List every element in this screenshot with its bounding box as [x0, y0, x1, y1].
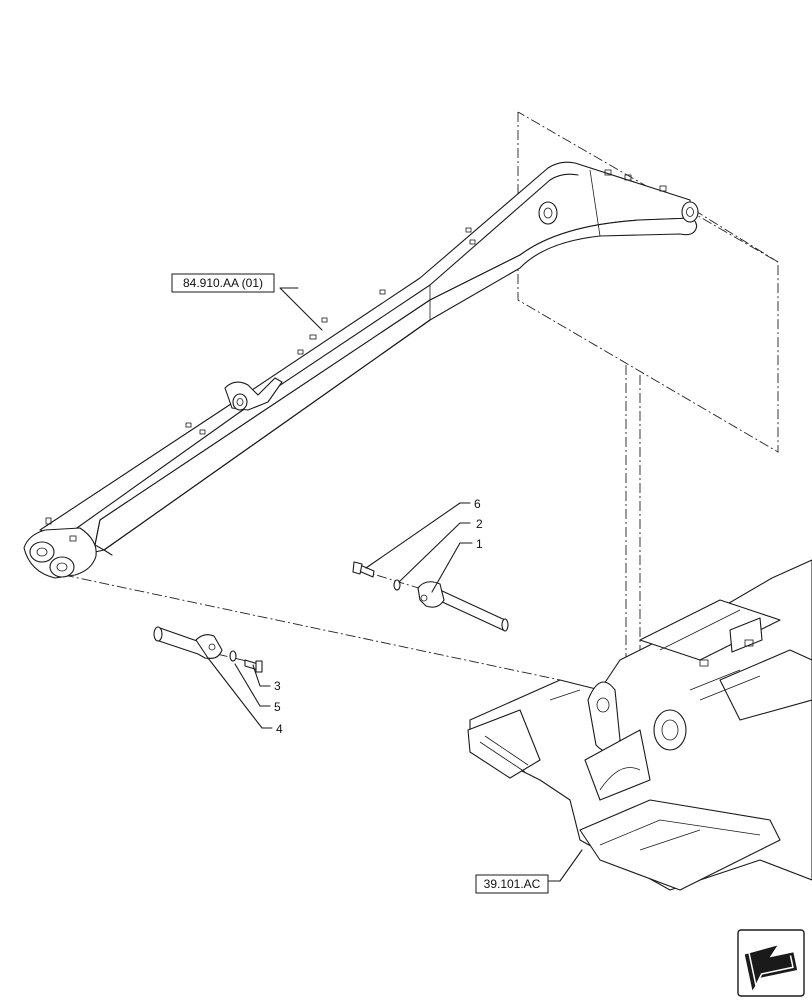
ref-boom-label: 84.910.AA (01) [183, 276, 263, 290]
arrow-icon[interactable] [737, 929, 805, 997]
callout-5: 5 [274, 700, 281, 714]
pin-part-1 [417, 581, 509, 632]
callout-1: 1 [476, 537, 483, 551]
bolt-part-3 [244, 659, 263, 673]
boom-assembly [23, 161, 699, 579]
bolt-part-6 [352, 561, 375, 578]
washer-part-5 [229, 650, 237, 662]
ref-frame-label: 39.101.AC [484, 877, 541, 891]
leader-lines [207, 287, 583, 882]
frame-assembly [467, 559, 812, 891]
ref-box-boom: 84.910.AA (01) [171, 273, 275, 293]
callout-4: 4 [276, 722, 283, 736]
callout-3: 3 [274, 679, 281, 693]
ref-box-frame: 39.101.AC [475, 874, 549, 894]
callout-2: 2 [476, 517, 483, 531]
callout-6: 6 [474, 497, 481, 511]
washer-part-2 [393, 579, 401, 591]
pin-part-4 [153, 626, 223, 660]
